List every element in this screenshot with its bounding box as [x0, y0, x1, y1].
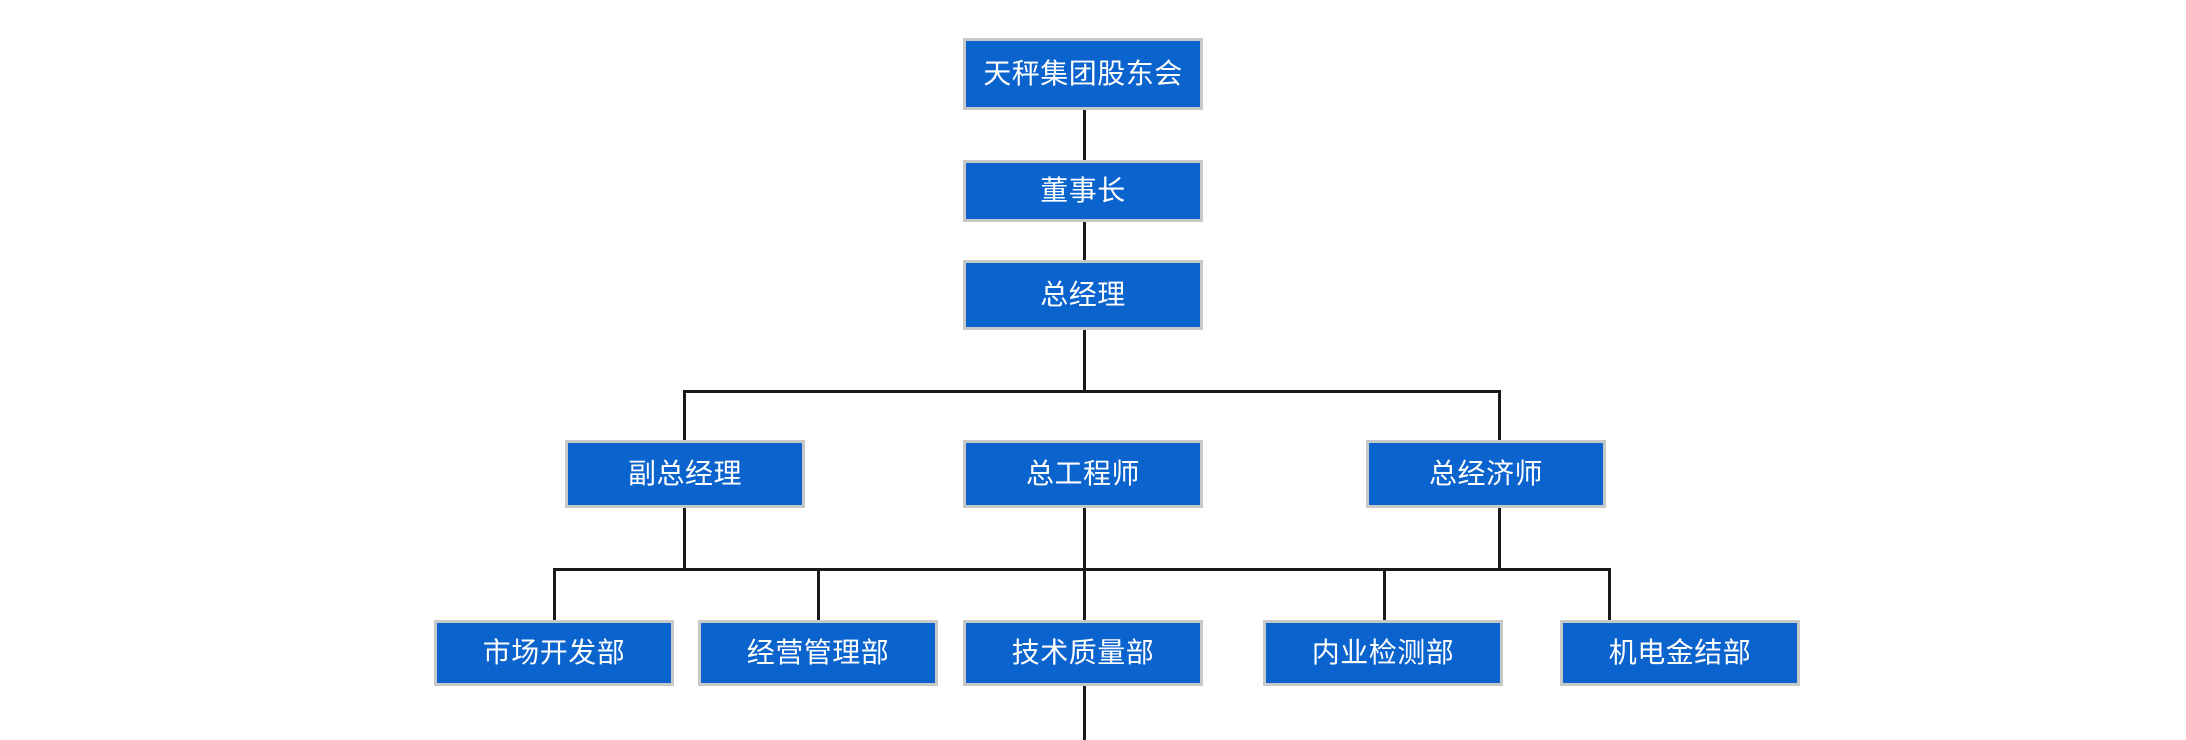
- connector-bus-to-deputy-gm: [683, 390, 686, 440]
- node-general-manager[interactable]: 总经理: [963, 260, 1203, 330]
- node-shareholders[interactable]: 天秤集团股东会: [963, 38, 1203, 110]
- node-deputy-general-manager[interactable]: 副总经理: [565, 440, 805, 508]
- node-operation-management-dept[interactable]: 经营管理部: [698, 620, 938, 686]
- node-electromechanical-metal-dept[interactable]: 机电金结部: [1560, 620, 1800, 686]
- node-chairman[interactable]: 董事长: [963, 160, 1203, 222]
- connector-chief-engineer-drop: [1083, 508, 1086, 570]
- connector-bus-to-electromechanical: [1608, 568, 1611, 620]
- connector-chief-economist-drop: [1498, 508, 1501, 570]
- connector-gm-drop: [1083, 330, 1086, 392]
- node-chief-economist[interactable]: 总经济师: [1366, 440, 1606, 508]
- connector-technical-quality-drop: [1083, 686, 1086, 740]
- connector-bus-level5: [553, 568, 1610, 571]
- connector-bus-to-chief-economist: [1498, 390, 1501, 440]
- connector-bus-to-operation-management: [817, 568, 820, 620]
- connector-bus-to-market-development: [553, 568, 556, 620]
- node-internal-inspection-dept[interactable]: 内业检测部: [1263, 620, 1503, 686]
- node-market-development-dept[interactable]: 市场开发部: [434, 620, 674, 686]
- connector-deputy-gm-drop: [683, 508, 686, 570]
- connector-bus-to-internal-inspection: [1383, 568, 1386, 620]
- connector-bus-to-technical-quality: [1083, 568, 1086, 620]
- connector-chairman-gm: [1083, 222, 1086, 262]
- node-chief-engineer[interactable]: 总工程师: [963, 440, 1203, 508]
- connector-bus-level4: [683, 390, 1501, 393]
- node-technical-quality-dept[interactable]: 技术质量部: [963, 620, 1203, 686]
- connector-shareholders-chairman: [1083, 110, 1086, 170]
